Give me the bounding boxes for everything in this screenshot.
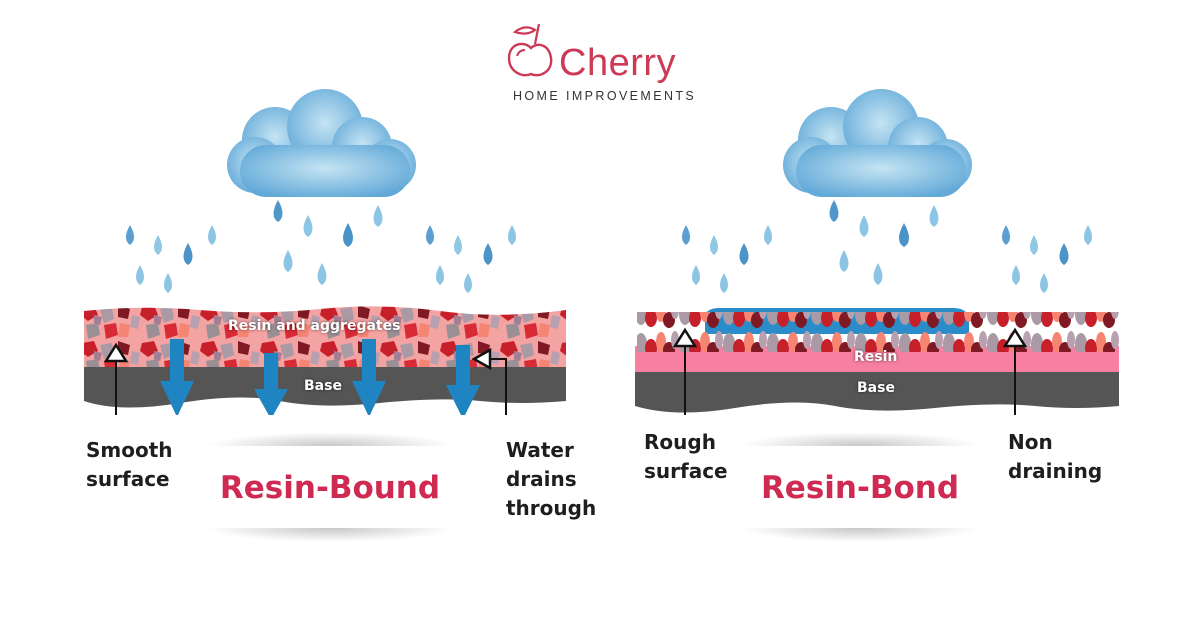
layer-label-resin: Resin (854, 349, 898, 365)
layer-label-base: Base (857, 380, 895, 396)
cherry-icon (507, 23, 553, 77)
cloud-icon (783, 89, 972, 197)
brand-name: Cherry (559, 42, 677, 84)
panel-resin-bound: Resin and aggregates Base Smooth surface… (84, 89, 597, 542)
callout-water-drains: Water drains through (506, 438, 597, 520)
panel-title: Resin-Bond (760, 470, 960, 506)
water-arrow-icons (160, 339, 480, 415)
resin-bound-cross-section (84, 306, 566, 415)
layer-label-resin-aggregates: Resin and aggregates (228, 318, 401, 334)
panel-title: Resin-Bound (219, 470, 441, 506)
raindrop-icons (682, 200, 1092, 293)
callout-non-draining: Non draining (1008, 430, 1103, 483)
title-card-resin-bond: Resin-Bond (740, 432, 980, 542)
resin-bond-cross-section (635, 308, 1119, 415)
panel-resin-bond: Resin Base Rough surface Non draining Re… (600, 0, 1200, 628)
cloud-icon (227, 89, 416, 197)
rain-cloud-illustration (682, 89, 1092, 293)
callout-smooth-surface: Smooth surface (86, 438, 173, 491)
callout-rough-surface: Rough surface (644, 430, 728, 483)
rain-cloud-illustration (126, 89, 516, 293)
brand-tagline: HOME IMPROVEMENTS (513, 89, 697, 103)
title-card-resin-bound: Resin-Bound (205, 432, 455, 542)
brand-logo: Cherry HOME IMPROVEMENTS (505, 22, 700, 107)
layer-label-base: Base (304, 378, 342, 394)
raindrop-icons (126, 200, 516, 293)
